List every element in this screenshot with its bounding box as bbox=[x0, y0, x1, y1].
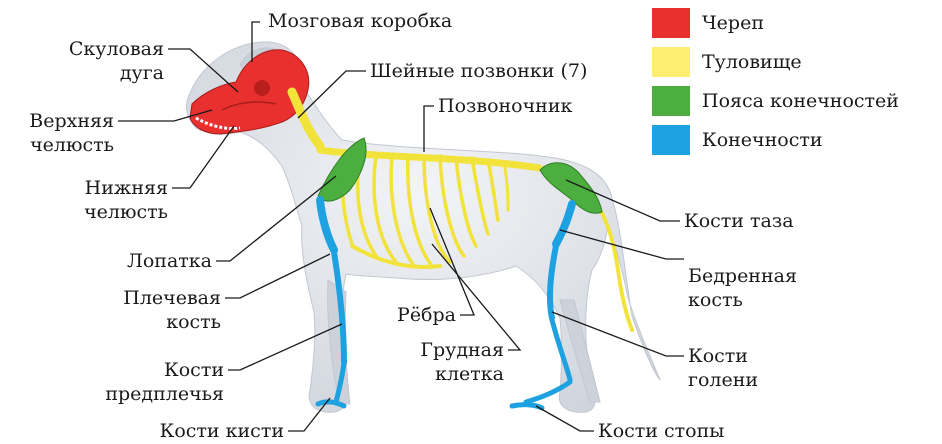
legend-label-limbs: Конечности bbox=[702, 129, 823, 152]
legend-label-girdles: Пояса конечностей bbox=[702, 90, 899, 113]
label-ribs: Рёбра bbox=[360, 304, 456, 327]
label-pelvic-bones: Кости таза bbox=[684, 210, 794, 233]
label-zygomatic-arch-line1: Скуловая bbox=[30, 38, 164, 61]
label-zygomatic-arch-line2: дуга bbox=[30, 62, 164, 85]
label-spine: Позвоночник bbox=[438, 95, 572, 118]
legend-swatch-girdles bbox=[652, 86, 690, 116]
label-forearm-bones-line1: Кости bbox=[80, 359, 224, 382]
label-femur-line1: Бедренная bbox=[688, 265, 797, 288]
label-humerus-line2: кость bbox=[70, 311, 221, 334]
label-braincase: Мозговая коробка bbox=[268, 10, 452, 33]
label-scapula: Лопатка bbox=[60, 250, 212, 273]
legend-label-skull: Череп bbox=[702, 12, 764, 35]
label-forearm-bones-line2: предплечья bbox=[80, 383, 224, 406]
label-rib-cage-line1: Грудная bbox=[380, 339, 504, 362]
label-foot-bones: Кости стопы bbox=[598, 420, 724, 443]
label-shin-bones-line2: голени bbox=[688, 369, 758, 392]
label-hand-bones: Кости кисти bbox=[100, 420, 284, 443]
label-humerus-line1: Плечевая bbox=[70, 287, 221, 310]
legend-swatch-trunk bbox=[652, 47, 690, 77]
label-lower-jaw-line2: челюсть bbox=[30, 201, 168, 224]
label-femur-line2: кость bbox=[688, 289, 743, 312]
label-upper-jaw-line1: Верхняя bbox=[0, 110, 114, 133]
legend-swatch-skull bbox=[652, 8, 690, 38]
label-rib-cage-line2: клетка bbox=[380, 363, 504, 386]
label-shin-bones-line1: Кости bbox=[688, 345, 748, 368]
label-cervical-vertebrae: Шейные позвонки (7) bbox=[370, 60, 587, 83]
legend-swatch-limbs bbox=[652, 125, 690, 155]
label-lower-jaw-line1: Нижняя bbox=[30, 177, 168, 200]
legend-label-trunk: Туловище bbox=[702, 51, 802, 74]
label-upper-jaw-line2: челюсть bbox=[0, 134, 114, 157]
